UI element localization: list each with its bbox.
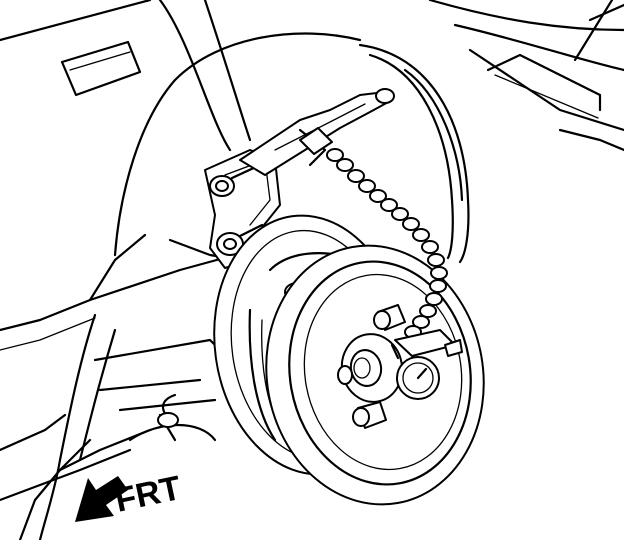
direction-label: FRT (112, 469, 185, 520)
front-direction-arrow-icon (75, 476, 128, 522)
wheel-stud-left (337, 365, 353, 385)
tire-outline (358, 43, 470, 264)
dial-gauge (390, 329, 463, 400)
flexible-arm (326, 148, 448, 339)
bracket-bolt-lower (216, 223, 264, 256)
bracket-bolt-upper (209, 164, 260, 197)
door-handle (60, 40, 142, 97)
brake-drum (213, 214, 485, 506)
wheel-stud-lower (352, 401, 387, 429)
wheel-stud-upper (373, 304, 406, 331)
dial-indicator-tool (239, 88, 463, 400)
front-direction-marker: FRT (75, 469, 185, 522)
